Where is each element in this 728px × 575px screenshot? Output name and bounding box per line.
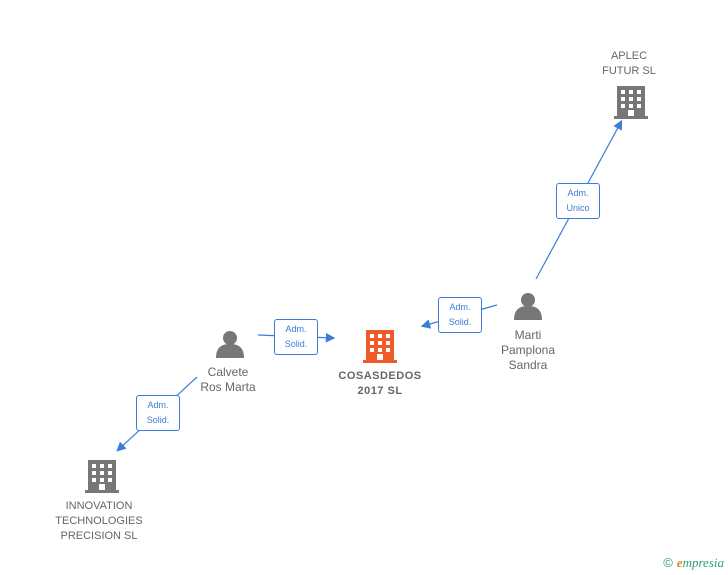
copyright-symbol: © — [663, 555, 673, 570]
role-box-marti-cosasdedos: Adm. Solid. — [438, 297, 482, 333]
person-label-marti[interactable]: Marti Pamplona Sandra — [500, 328, 556, 372]
role-box-marti-aplec: Adm. Unico — [556, 183, 600, 219]
main-building-icon — [363, 330, 397, 363]
person-label-calvete[interactable]: Calvete Ros Marta — [200, 365, 256, 394]
building-icon — [614, 86, 648, 119]
role-box-calvete-innovation: Adm. Solid. — [136, 395, 180, 431]
company-label-innovation[interactable]: INNOVATION TECHNOLOGIES PRECISION SL — [55, 500, 143, 542]
person-icon — [514, 293, 542, 320]
empresia-logo[interactable]: ©empresia — [663, 555, 724, 570]
person-icon — [216, 331, 244, 358]
company-label-aplec[interactable]: APLEC FUTUR SL — [602, 50, 656, 77]
role-box-calvete-cosasdedos: Adm. Solid. — [274, 319, 318, 355]
building-icon — [85, 460, 119, 493]
company-label-cosasdedos[interactable]: COSASDEDOS 2017 SL — [338, 370, 422, 397]
